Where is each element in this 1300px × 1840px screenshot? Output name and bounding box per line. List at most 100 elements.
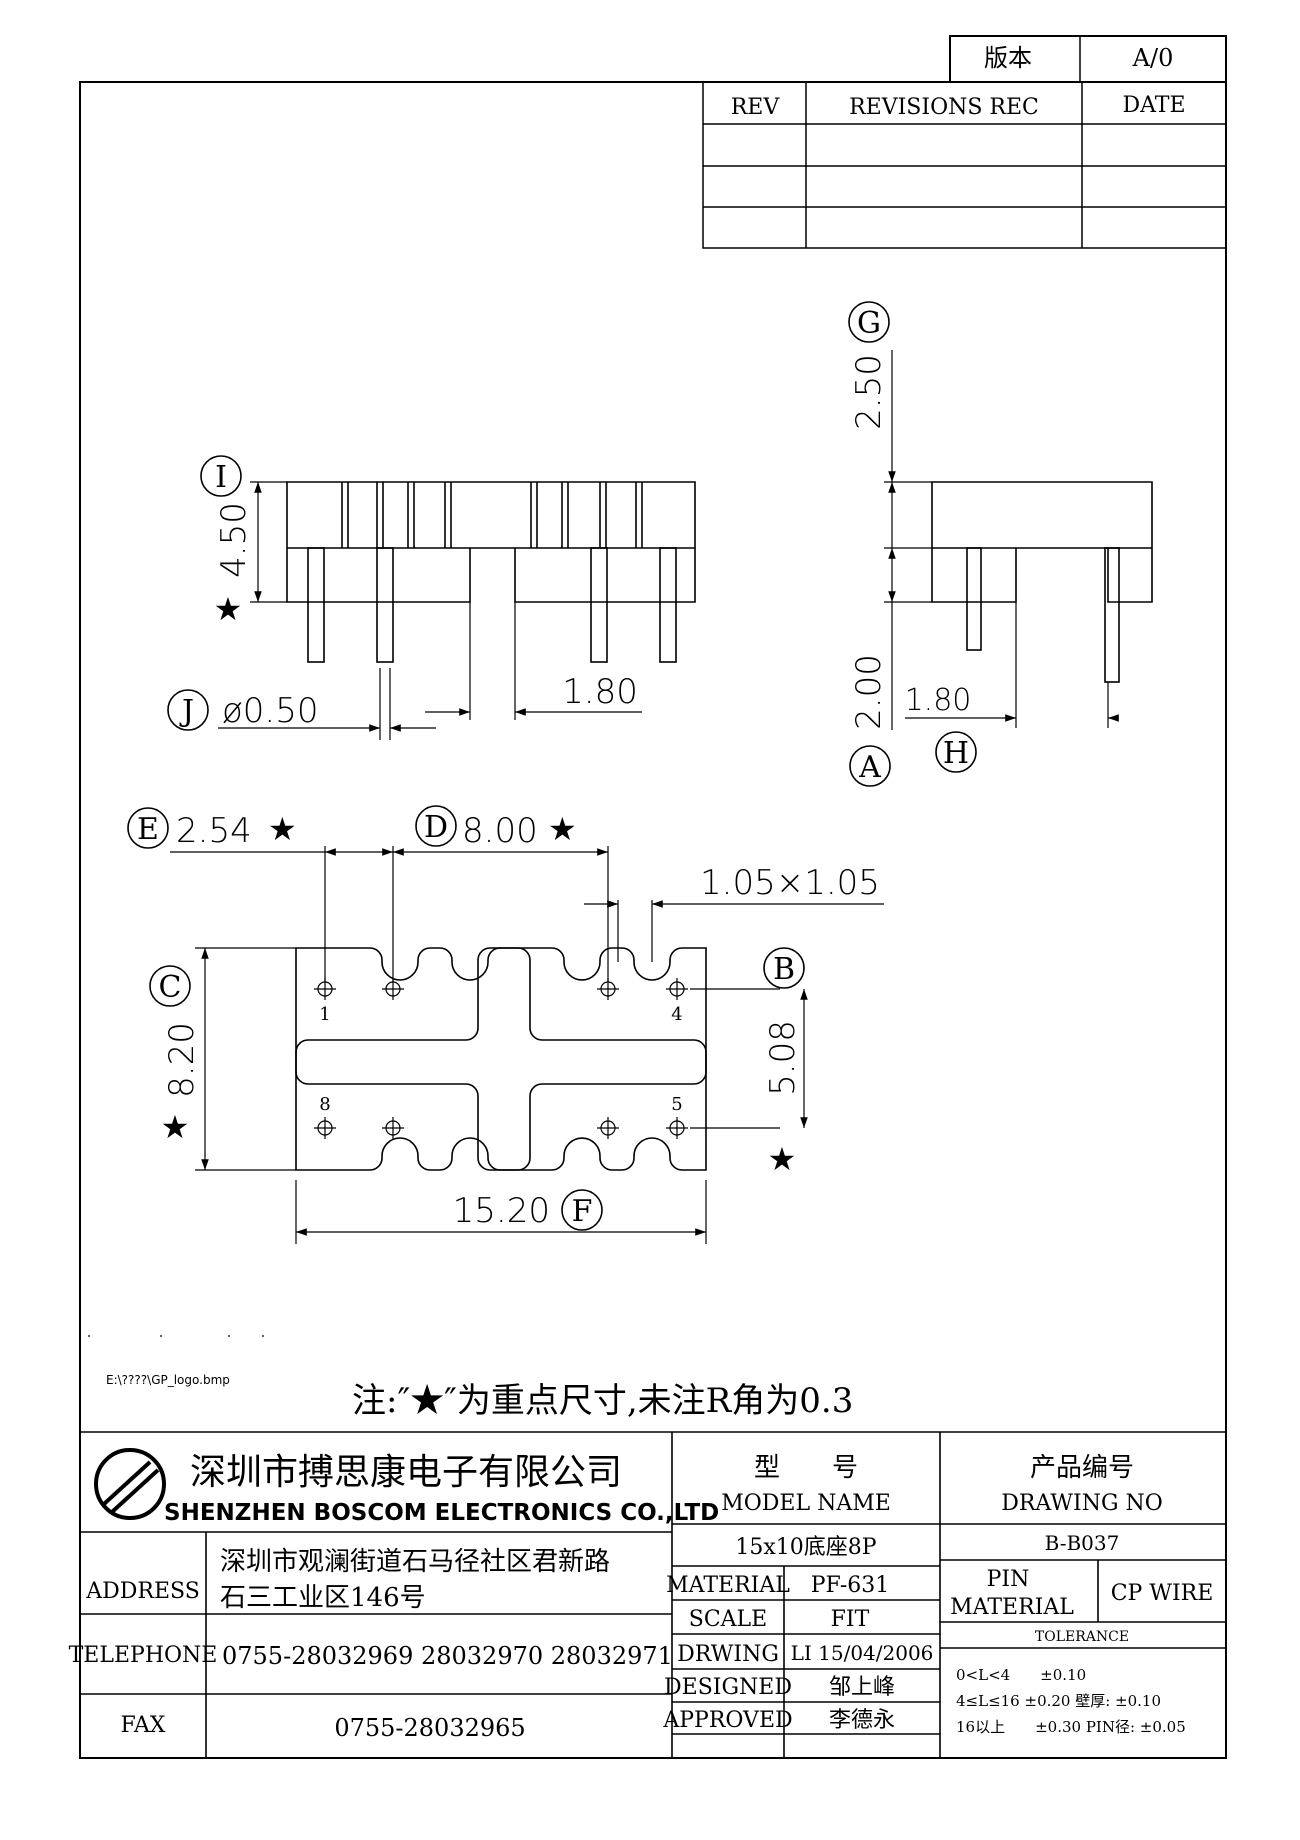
label-F: F: [572, 1194, 593, 1229]
drawing-no-label-cn: 产品编号: [1030, 1453, 1134, 1483]
pin-number-4: 4: [671, 1004, 682, 1025]
pin-material-label-2: MATERIAL: [950, 1595, 1074, 1620]
pin-gap-value: 1.80: [562, 672, 638, 712]
side-bottom-value: 2.00: [849, 654, 889, 730]
drawing-no-label-en: DRAWING NO: [1001, 1491, 1163, 1516]
side-width-value: 1.80: [905, 683, 972, 718]
pin-material-label-1: PIN: [987, 1567, 1030, 1592]
drwing-value: LI 15/04/2006: [791, 1641, 934, 1665]
material-label: MATERIAL: [666, 1573, 790, 1598]
revisions-table: [702, 81, 1227, 249]
label-C: C: [159, 970, 182, 1005]
front-height-value: 4.50: [214, 502, 254, 578]
label-A-circle: [849, 745, 891, 787]
height-value: 8.20: [162, 1022, 202, 1098]
rev-header: REV: [731, 95, 781, 120]
pin-number-1: 1: [319, 1004, 330, 1025]
label-E: E: [137, 812, 159, 847]
address-line1: 深圳市观澜街道石马径社区君新路: [220, 1547, 610, 1577]
label-G-circle: [848, 301, 890, 343]
model-name-value: 15x10底座8P: [735, 1535, 876, 1560]
tolerance-row-2: 4≤L≤16 ±0.20 壁厚: ±0.10: [956, 1692, 1161, 1710]
bottom-view: [295, 947, 707, 1171]
pin-hole: [314, 1117, 336, 1139]
label-D-circle: [415, 805, 457, 847]
pin: [590, 547, 608, 663]
logo-file-path: E:\????\GP_logo.bmp: [106, 1373, 230, 1387]
length-value: 15.20: [453, 1191, 550, 1231]
pin-diameter-dimension: [218, 602, 642, 740]
fax-label: FAX: [121, 1713, 166, 1738]
drawing-border: [79, 81, 1227, 1759]
company-name-cn: 深圳市搏思康电子有限公司: [190, 1452, 622, 1493]
row-value: 5.08: [763, 1020, 803, 1096]
slot-value: 1.05×1.05: [700, 863, 880, 903]
side-dimensions: [884, 350, 1119, 730]
pin: [966, 547, 982, 651]
label-E-circle: [127, 807, 169, 849]
model-label-en: MODEL NAME: [721, 1491, 891, 1516]
span-value: 8.00: [462, 811, 538, 851]
designed-label: DESIGNED: [664, 1675, 792, 1700]
address-label: ADDRESS: [85, 1579, 200, 1604]
front-view: [286, 481, 696, 663]
tolerance-row-1: 0<L<4 ±0.10: [956, 1666, 1086, 1684]
pitch-value: 2.54: [176, 811, 252, 851]
tolerance-label: TOLERANCE: [1035, 1629, 1129, 1645]
label-A: A: [858, 750, 881, 785]
label-B-circle: [763, 947, 805, 989]
version-value: A/0: [1132, 44, 1174, 72]
version-box: 版本 A/0: [949, 35, 1227, 83]
scale-value: FIT: [831, 1607, 870, 1632]
label-H-circle: [935, 731, 977, 773]
drawing-no-value: B-B037: [1045, 1531, 1120, 1555]
company-name-en: SHENZHEN BOSCOM ELECTRONICS CO.,LTD: [164, 1500, 719, 1526]
pin-number-8: 8: [319, 1094, 330, 1115]
label-H: H: [943, 736, 969, 771]
drwing-label: DRWING: [677, 1642, 779, 1667]
label-B: B: [773, 952, 795, 987]
front-height-dimension: [250, 481, 287, 603]
side-view: [931, 481, 1153, 683]
title-block-grid: [80, 1431, 1226, 1758]
pin: [376, 547, 394, 663]
pin-hole: [382, 1117, 404, 1139]
pin: [307, 547, 325, 663]
pin-hole: [666, 1117, 688, 1139]
label-D: D: [424, 810, 448, 845]
label-I-circle: [200, 455, 242, 497]
label-J-circle: [167, 689, 209, 731]
label-F-circle: [561, 1189, 603, 1231]
side-top-value: 2.50: [849, 354, 889, 430]
row-star: ★: [768, 1140, 797, 1178]
pin-hole: [597, 1117, 619, 1139]
fax-value: 0755-28032965: [334, 1714, 525, 1742]
approved-value: 李德永: [829, 1708, 895, 1733]
pitch-star: ★: [268, 810, 297, 848]
model-label-cn: 型 号: [754, 1453, 858, 1483]
pin: [1104, 547, 1120, 683]
scale-label: SCALE: [689, 1607, 767, 1632]
telephone-label: TELEPHONE: [69, 1643, 218, 1668]
pin-number-5: 5: [671, 1094, 682, 1115]
company-logo: [94, 1448, 166, 1520]
drawing-note: 注:″★″为重点尺寸,未注R角为0.3: [352, 1381, 853, 1421]
pin-material-value: CP WIRE: [1111, 1581, 1214, 1606]
pin-holes: [314, 978, 688, 1139]
revisions-rec-header: REVISIONS REC: [849, 95, 1039, 120]
date-header: DATE: [1122, 93, 1185, 118]
material-value: PF-631: [811, 1573, 890, 1598]
address-line2: 石三工业区146号: [220, 1583, 426, 1613]
height-star: ★: [161, 1108, 190, 1146]
designed-value: 邹上峰: [829, 1675, 895, 1700]
label-J: J: [179, 694, 194, 729]
pin-hole: [666, 978, 688, 1000]
telephone-value: 0755-28032969 28032970 28032971: [222, 1642, 673, 1670]
pin: [659, 547, 677, 663]
label-I: I: [215, 460, 227, 495]
bottom-dimensions: [170, 846, 884, 1244]
version-label: 版本: [984, 44, 1032, 72]
span-star: ★: [548, 810, 577, 848]
approved-label: APPROVED: [662, 1708, 792, 1733]
